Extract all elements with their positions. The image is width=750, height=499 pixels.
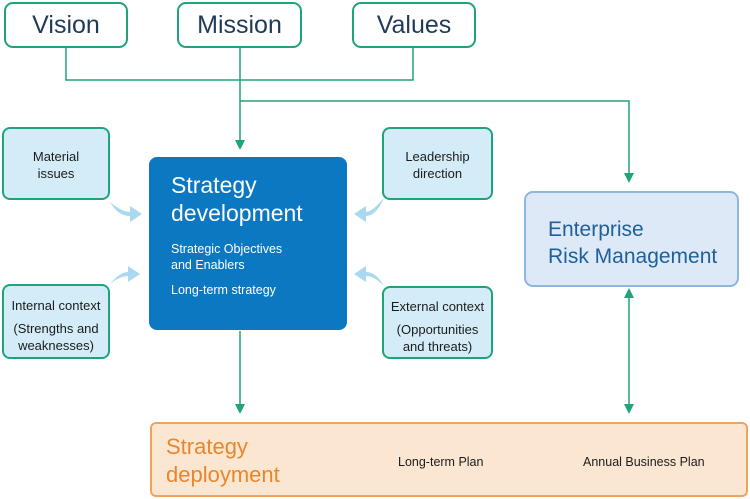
leadership-direction-box: Leadership direction [382, 127, 493, 200]
arrow-to-erm [240, 100, 634, 183]
leadership-line2: direction [412, 166, 463, 181]
arrow-internal-context [110, 266, 140, 284]
erm-line2: Risk Management [548, 245, 718, 268]
strategy-development-title-1: Strategy [171, 172, 257, 198]
internal-context-box: Internal context (Strengths and weakness… [2, 284, 110, 359]
external-context-box: External context (Opportunities and thre… [382, 286, 493, 359]
external-context-line2: and threats) [402, 339, 473, 354]
internal-context-title: Internal context [11, 298, 101, 313]
strategy-deployment-box: Strategy deployment Long-term Plan Annua… [150, 422, 748, 497]
internal-context-line1: (Strengths and [13, 321, 99, 336]
leadership-line1: Leadership [405, 149, 470, 164]
strategy-deployment-title-1: Strategy [166, 434, 248, 459]
annual-business-plan-label: Annual Business Plan [583, 455, 705, 469]
material-issues-box: Material issues [2, 127, 110, 200]
values-box: Values [352, 2, 476, 48]
erm-line1: Enterprise [548, 218, 644, 241]
material-issues-line2: issues [37, 166, 75, 181]
external-context-title: External context [390, 299, 485, 314]
strategy-deployment-title-2: deployment [166, 462, 280, 487]
vision-label: Vision [32, 10, 100, 39]
mission-box: Mission [177, 2, 302, 48]
arrow-material-issues [110, 202, 142, 222]
material-issues-line1: Material [32, 149, 80, 164]
arrow-leadership [354, 198, 384, 222]
strategic-objectives-line1: Strategic Objectives [171, 242, 283, 256]
arrow-external-context [354, 266, 384, 286]
vision-box: Vision [4, 2, 128, 48]
external-context-line1: (Opportunities [396, 322, 479, 337]
strategy-development-title-2: development [171, 200, 303, 226]
long-term-plan-label: Long-term Plan [398, 455, 484, 469]
internal-context-line2: weaknesses) [18, 338, 94, 353]
mission-label: Mission [197, 10, 282, 39]
values-label: Values [376, 10, 452, 39]
strategy-development-box: Strategy development Strategic Objective… [149, 157, 347, 330]
strategic-objectives-line2: and Enablers [171, 258, 245, 272]
enterprise-risk-management-box: Enterprise Risk Management [524, 191, 739, 287]
long-term-strategy-label: Long-term strategy [171, 283, 276, 297]
